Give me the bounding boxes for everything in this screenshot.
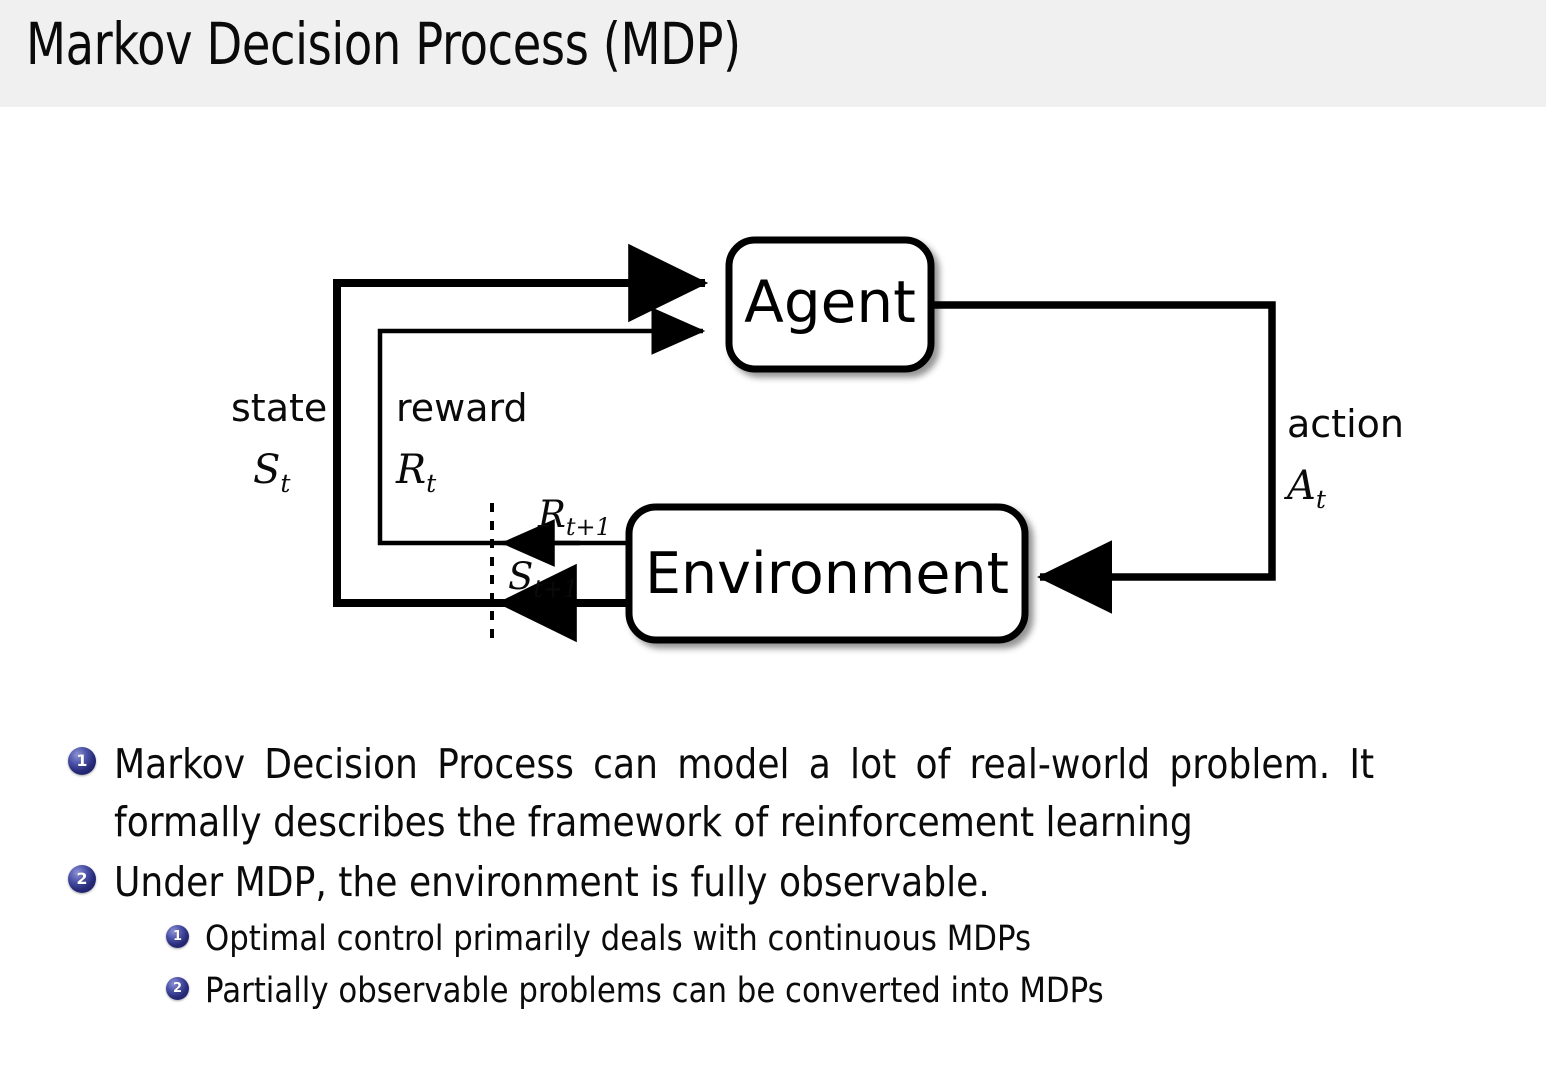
page-title: Markov Decision Process (MDP)	[26, 10, 741, 78]
action-symbol-label: At	[1283, 463, 1327, 514]
sub-bullet-text-2: Partially observable problems can be con…	[205, 971, 1104, 1011]
bullet-text-1: Markov Decision Process can model a lot …	[114, 740, 1375, 846]
bullet-marker-2: 2	[68, 865, 96, 893]
state-symbol-label: St	[253, 447, 291, 498]
environment-node	[625, 503, 1029, 644]
mdp-agent-environment-diagram: Agent Environment state St reward Rt Rt+…	[0, 107, 1546, 717]
reward-symbol-label: Rt	[395, 447, 437, 498]
agent-node-label: Agent	[744, 268, 916, 336]
sub-bullet-text-1: Optimal control primarily deals with con…	[205, 919, 1032, 959]
reward-label: reward	[396, 386, 528, 430]
list-item: 2 Partially observable problems can be c…	[0, 965, 1546, 1017]
sub-bullet-marker-1: 1	[166, 925, 189, 948]
action-arrow	[932, 301, 1276, 614]
list-item: 1 Optimal control primarily deals with c…	[0, 913, 1546, 965]
reward-feedback-arrow	[377, 307, 706, 567]
bullet-marker-1: 1	[68, 747, 96, 775]
list-item: 2 Under MDP, the environment is fully ob…	[0, 853, 1546, 911]
action-label: action	[1287, 402, 1404, 446]
bullet-text-2: Under MDP, the environment is fully obse…	[114, 858, 990, 906]
state-feedback-arrow	[333, 243, 709, 643]
agent-node	[725, 236, 935, 373]
next-state-symbol-label: St+1	[508, 555, 578, 603]
next-reward-symbol-label: Rt+1	[537, 493, 611, 541]
list-item: 1 Markov Decision Process can model a lo…	[0, 735, 1546, 851]
sub-bullet-marker-2: 2	[166, 977, 189, 1000]
diagram-canvas: Agent Environment state St reward Rt Rt+…	[231, 236, 1404, 644]
slide-header-bar: Markov Decision Process (MDP)	[0, 0, 1546, 107]
environment-node-label: Environment	[645, 541, 1009, 607]
state-label: state	[231, 386, 327, 430]
bullet-list: 1 Markov Decision Process can model a lo…	[0, 735, 1546, 1017]
